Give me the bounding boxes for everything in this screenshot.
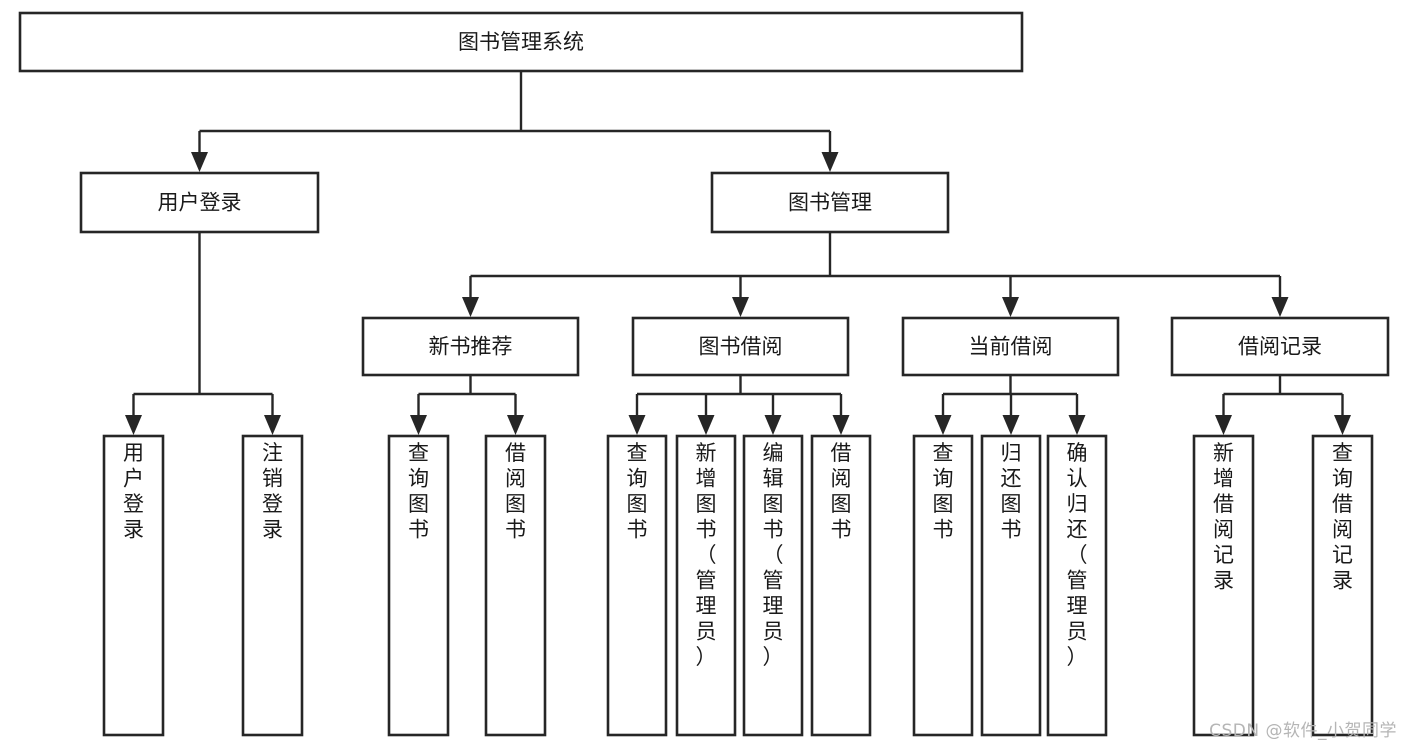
node-box-leaf-confirm-return[interactable]: [1046, 434, 1108, 737]
node-box-leaf-query-book-2[interactable]: [606, 434, 668, 737]
edges-layer: [125, 71, 1351, 435]
node-box-user-login[interactable]: [79, 171, 320, 234]
node-box-book-manage[interactable]: [710, 171, 950, 234]
node-leaf-return-book[interactable]: 归还图书: [980, 434, 1042, 737]
node-leaf-user-login[interactable]: 用户登录: [102, 434, 165, 737]
node-new-book-rec[interactable]: 新书推荐: [361, 316, 580, 377]
node-box-leaf-query-book-3[interactable]: [912, 434, 974, 737]
node-leaf-logout[interactable]: 注销登录: [241, 434, 304, 737]
edge-group-new-book-rec: [410, 375, 524, 435]
node-label-leaf-confirm-return: 确认归还（管理员）: [1067, 441, 1088, 669]
node-label-leaf-query-record: 查询借阅记录: [1332, 441, 1353, 593]
node-box-current-borrow[interactable]: [901, 316, 1120, 377]
node-label-leaf-logout: 注销登录: [262, 441, 283, 542]
node-box-leaf-borrow-book-1[interactable]: [484, 434, 547, 737]
node-leaf-add-record[interactable]: 新增借阅记录: [1192, 434, 1255, 737]
node-borrow-record[interactable]: 借阅记录: [1170, 316, 1390, 377]
node-leaf-add-book[interactable]: 新增图书（管理员）: [675, 434, 737, 737]
node-label-leaf-return-book: 归还图书: [1001, 441, 1022, 542]
node-box-new-book-rec[interactable]: [361, 316, 580, 377]
edge-group-borrow-record: [1215, 375, 1351, 435]
node-label-book-manage: 图书管理: [788, 191, 872, 215]
edge-group-book-manage: [462, 232, 1289, 317]
node-label-user-login: 用户登录: [158, 191, 242, 215]
node-leaf-query-book-1[interactable]: 查询图书: [387, 434, 450, 737]
edge-group-user-login: [125, 232, 281, 435]
node-label-root: 图书管理系统: [458, 30, 584, 54]
watermark-label: CSDN @软件_小贺同学: [1209, 721, 1397, 741]
node-label-leaf-user-login: 用户登录: [123, 441, 144, 542]
node-leaf-borrow-book-2[interactable]: 借阅图书: [810, 434, 872, 737]
node-box-leaf-query-book-1[interactable]: [387, 434, 450, 737]
node-book-borrow[interactable]: 图书借阅: [631, 316, 850, 377]
node-label-current-borrow: 当前借阅: [969, 335, 1053, 359]
node-user-login[interactable]: 用户登录: [79, 171, 320, 234]
node-leaf-query-record[interactable]: 查询借阅记录: [1311, 434, 1374, 737]
node-box-root[interactable]: [18, 11, 1024, 73]
node-label-new-book-rec: 新书推荐: [429, 335, 513, 359]
node-label-leaf-borrow-book-2: 借阅图书: [831, 441, 852, 542]
node-label-leaf-add-book: 新增图书（管理员）: [696, 441, 717, 669]
node-current-borrow[interactable]: 当前借阅: [901, 316, 1120, 377]
node-leaf-query-book-3[interactable]: 查询图书: [912, 434, 974, 737]
node-box-leaf-borrow-book-2[interactable]: [810, 434, 872, 737]
node-label-book-borrow: 图书借阅: [699, 335, 783, 359]
node-root[interactable]: 图书管理系统: [18, 11, 1024, 73]
node-box-borrow-record[interactable]: [1170, 316, 1390, 377]
node-label-leaf-query-book-3: 查询图书: [933, 441, 954, 542]
node-label-leaf-query-book-2: 查询图书: [627, 441, 648, 542]
edge-group-book-borrow: [628, 375, 850, 435]
node-book-manage[interactable]: 图书管理: [710, 171, 950, 234]
node-label-leaf-edit-book: 编辑图书（管理员）: [763, 441, 784, 669]
node-box-leaf-return-book[interactable]: [980, 434, 1042, 737]
node-box-leaf-logout[interactable]: [241, 434, 304, 737]
edge-group-root: [191, 71, 839, 172]
nodes-layer: 图书管理系统用户登录图书管理新书推荐图书借阅当前借阅借阅记录用户登录注销登录查询…: [18, 11, 1390, 737]
node-leaf-edit-book[interactable]: 编辑图书（管理员）: [742, 434, 804, 737]
node-label-leaf-query-book-1: 查询图书: [408, 441, 429, 542]
node-leaf-query-book-2[interactable]: 查询图书: [606, 434, 668, 737]
node-leaf-confirm-return[interactable]: 确认归还（管理员）: [1046, 434, 1108, 737]
node-box-leaf-add-book[interactable]: [675, 434, 737, 737]
node-box-leaf-user-login[interactable]: [102, 434, 165, 737]
node-label-leaf-add-record: 新增借阅记录: [1213, 441, 1234, 593]
node-box-leaf-edit-book[interactable]: [742, 434, 804, 737]
node-box-book-borrow[interactable]: [631, 316, 850, 377]
edge-group-current-borrow: [934, 375, 1086, 435]
node-box-leaf-add-record[interactable]: [1192, 434, 1255, 737]
node-label-borrow-record: 借阅记录: [1238, 335, 1322, 359]
node-label-leaf-borrow-book-1: 借阅图书: [505, 441, 526, 542]
node-leaf-borrow-book-1[interactable]: 借阅图书: [484, 434, 547, 737]
node-box-leaf-query-record[interactable]: [1311, 434, 1374, 737]
